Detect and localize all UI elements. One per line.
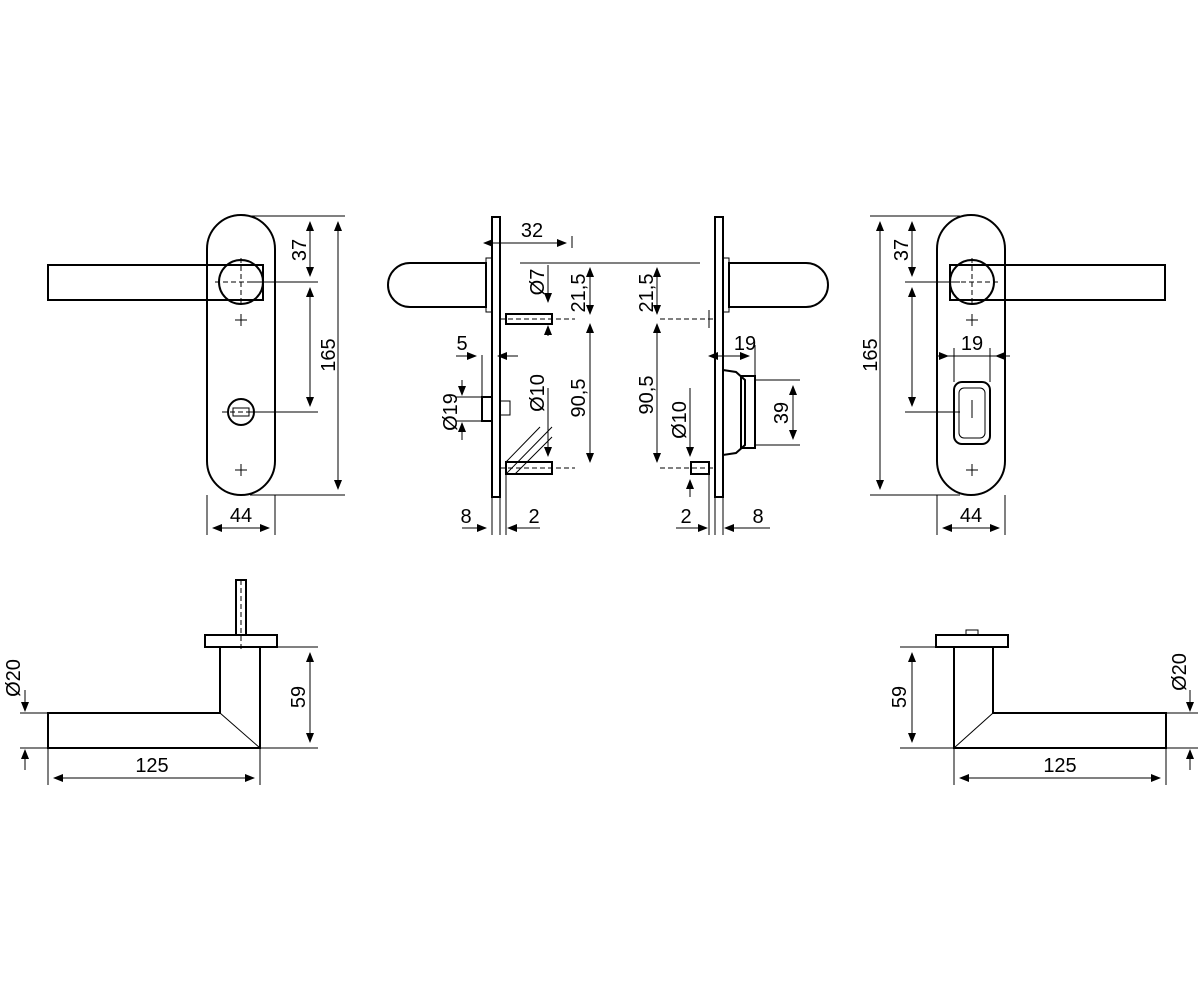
backplate-outline	[936, 214, 1006, 496]
dim-dia20-left: Ø20	[3, 659, 25, 697]
lever-handle	[949, 264, 1166, 301]
plate-section	[491, 216, 501, 498]
dim-59-left: 59	[288, 686, 310, 708]
dim-dia10-right: Ø10	[669, 401, 691, 439]
front-view-left: 165 37 44	[47, 214, 345, 535]
dim-19-side: 19	[734, 333, 756, 355]
lever-handle	[47, 264, 264, 301]
lever-body	[47, 646, 261, 749]
dim-37: 37	[289, 239, 311, 261]
dim-8-left: 8	[460, 506, 471, 528]
dim-90-5: 90,5	[568, 379, 590, 418]
dim-59-right: 59	[889, 686, 911, 708]
dim-dia19: Ø19	[440, 393, 462, 431]
screw-mark-1	[966, 314, 978, 326]
dim-dia7: Ø7	[527, 269, 549, 296]
screw-mark-1	[235, 314, 247, 326]
side-view-left: 32 Ø7 21,5 90,5 Ø10 5 Ø19 8 2	[387, 216, 600, 535]
lever-side	[387, 262, 487, 308]
dim-90-5-right: 90,5	[636, 376, 658, 415]
cylinder-cutout	[953, 381, 991, 445]
dim-21-5: 21,5	[568, 274, 590, 313]
dim-165-right: 165	[860, 338, 882, 371]
dim-19-front: 19	[961, 333, 983, 355]
screw-mark-2	[235, 464, 247, 476]
screw-mark-2	[966, 464, 978, 476]
cylinder-body	[722, 368, 756, 457]
lever-side	[728, 262, 829, 308]
dim-44: 44	[230, 505, 252, 527]
dim-dia10-left: Ø10	[527, 374, 549, 412]
dim-2-right: 2	[680, 506, 691, 528]
dim-5: 5	[456, 333, 467, 355]
dim-21-5-right: 21,5	[636, 274, 658, 313]
dim-32: 32	[521, 220, 543, 242]
dim-8-right: 8	[752, 506, 763, 528]
dim-165: 165	[318, 338, 340, 371]
bolt-stub	[660, 461, 715, 475]
dim-44-right: 44	[960, 505, 982, 527]
rose-plate	[935, 634, 1009, 648]
release-knob	[481, 396, 511, 422]
front-view-right: 165 37 19 44	[860, 214, 1166, 535]
lever-body	[953, 646, 1167, 749]
lever-top-view-left: Ø20 59 125	[3, 579, 318, 785]
dim-37-right: 37	[891, 239, 913, 261]
lever-top-view-right: 59 Ø20 125	[889, 629, 1198, 785]
backplate-outline	[206, 214, 276, 496]
dim-39: 39	[771, 402, 793, 424]
dim-2-left: 2	[528, 506, 539, 528]
bolt-section	[500, 426, 575, 475]
dim-125-right: 125	[1043, 755, 1076, 777]
side-view-right: 21,5 90,5 Ø10 19 39 2 8	[600, 216, 829, 535]
plate-section	[714, 216, 724, 498]
dim-dia20-right: Ø20	[1169, 653, 1191, 691]
dim-125-left: 125	[135, 755, 168, 777]
